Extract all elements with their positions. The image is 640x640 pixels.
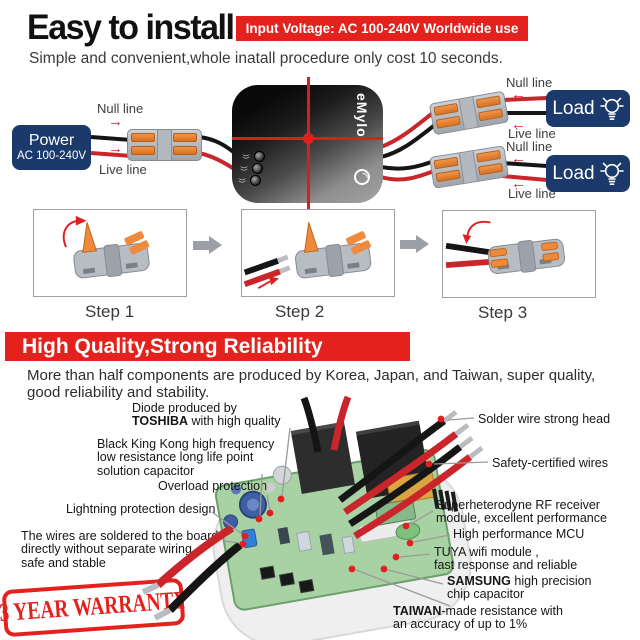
device-cross-center bbox=[303, 133, 314, 144]
step1-label: Step 1 bbox=[85, 302, 135, 321]
small-blue-capacitor bbox=[223, 514, 239, 530]
smart-switch-device: eMylo (( (( (( bbox=[232, 77, 383, 211]
relay-top bbox=[290, 421, 346, 439]
step2-label: Step 2 bbox=[275, 302, 325, 321]
wire-connector bbox=[428, 90, 510, 136]
arrow-left-icon: ← bbox=[511, 116, 526, 133]
board-top-wires bbox=[300, 395, 352, 453]
wire-connector bbox=[428, 145, 510, 189]
callout-safety-wires: Safety-certified wires bbox=[492, 456, 609, 470]
led-indicator bbox=[250, 175, 261, 186]
light-bulb-icon bbox=[599, 162, 624, 185]
led-indicator bbox=[252, 163, 263, 174]
callout-capacitor: Black King Kong high frequency low resis… bbox=[97, 437, 275, 478]
page-title: Easy to install bbox=[27, 8, 235, 47]
callout-overload: Overload protection bbox=[158, 479, 268, 493]
transformer bbox=[386, 471, 437, 505]
callout-rf-receiver: Superheterodyne RF receiver module, exce… bbox=[436, 498, 607, 526]
load1-live-line-label: Live line bbox=[508, 126, 556, 141]
warranty-text: 3 YEAR WARRANTY bbox=[0, 586, 189, 628]
callout-taiwan: TAIWAN-made resistance with an accuracy … bbox=[393, 604, 563, 632]
callout-mcu: High performance MCU bbox=[453, 527, 585, 541]
callout-samsung: SAMSUNG high precision chip capacitor bbox=[447, 574, 592, 602]
toshiba-brand: TOSHIBA bbox=[132, 414, 189, 429]
callout-tuya: TUYA wifi module , fast response and rel… bbox=[434, 545, 578, 573]
connector-lever bbox=[131, 133, 155, 142]
connector-lever bbox=[131, 146, 155, 155]
callout-diode-line1: Diode produced by bbox=[132, 401, 237, 415]
step2-image-box bbox=[241, 209, 395, 297]
input-live-line-label: Live line bbox=[99, 162, 147, 177]
connector-lever-open-illustration bbox=[62, 215, 150, 279]
step1-image-box bbox=[33, 209, 187, 297]
voltage-badge: Input Voltage: AC 100-240V Worldwide use bbox=[236, 16, 528, 41]
load-box-1: Load bbox=[546, 90, 630, 127]
arrow-left-icon: ← bbox=[511, 150, 526, 167]
wire-connector bbox=[127, 129, 202, 161]
load1-label: Load bbox=[552, 97, 595, 119]
step3-image-box bbox=[442, 210, 596, 298]
power-label: Power bbox=[28, 131, 75, 149]
light-bulb-icon bbox=[599, 97, 624, 120]
connector-lever bbox=[173, 133, 197, 142]
connector-band bbox=[157, 130, 172, 160]
signal-icon: (( bbox=[242, 154, 250, 159]
quality-description: More than half components are produced b… bbox=[27, 367, 596, 402]
next-step-arrow-icon bbox=[193, 236, 222, 254]
step3-label: Step 3 bbox=[478, 303, 528, 322]
terminal-strip bbox=[358, 517, 413, 543]
subtitle: Simple and convenient,whole inatall proc… bbox=[29, 50, 503, 67]
antenna-coil bbox=[395, 522, 421, 540]
power-box: Power AC 100-240V bbox=[12, 125, 91, 170]
arrow-right-icon: → bbox=[108, 140, 123, 157]
load1-null-line-label: Null line bbox=[506, 75, 553, 90]
samsung-brand: SAMSUNG bbox=[447, 574, 511, 588]
signal-icon: (( bbox=[240, 166, 248, 171]
load-box-2: Load bbox=[546, 155, 630, 192]
blue-box-capacitor bbox=[241, 528, 258, 549]
load2-label: Load bbox=[552, 162, 595, 184]
warranty-badge: 3 YEAR WARRANTY bbox=[0, 577, 189, 638]
relay-1 bbox=[291, 425, 356, 495]
taiwan-brand: TAIWAN bbox=[393, 604, 442, 618]
buttons bbox=[259, 565, 315, 594]
load2-null-line-label: Null line bbox=[506, 139, 553, 154]
wifi-module bbox=[374, 498, 417, 526]
power-voltage-label: AC 100-240V bbox=[16, 150, 87, 163]
callout-diode-rest: with high quality bbox=[188, 414, 281, 429]
callout-lightning: Lightning protection design bbox=[66, 502, 216, 516]
aluminum-capacitor bbox=[272, 465, 292, 485]
connector-insert-wires-illustration bbox=[243, 222, 372, 290]
signal-icon: (( bbox=[238, 178, 246, 183]
load2-live-line-label: Live line bbox=[508, 186, 556, 201]
input-null-line-label: Null line bbox=[97, 101, 144, 116]
next-step-arrow-icon bbox=[400, 235, 429, 253]
quality-banner: High Quality,Strong Reliability bbox=[5, 332, 410, 361]
arrow-left-icon: ← bbox=[511, 86, 526, 103]
device-cross-vertical bbox=[307, 77, 310, 211]
callout-solder-head: Solder wire strong head bbox=[478, 412, 611, 426]
brand-swirl-icon bbox=[354, 169, 371, 186]
relay-2 bbox=[356, 424, 431, 499]
blue-capacitor bbox=[238, 490, 267, 519]
arrow-right-icon: → bbox=[108, 113, 123, 130]
connector-lever bbox=[173, 146, 197, 155]
brand-logo-text: eMylo bbox=[354, 93, 370, 138]
led-indicator bbox=[254, 151, 265, 162]
callout-soldered-wires: The wires are soldered to the board dire… bbox=[21, 529, 219, 570]
connector-closed-illustration bbox=[445, 220, 566, 275]
